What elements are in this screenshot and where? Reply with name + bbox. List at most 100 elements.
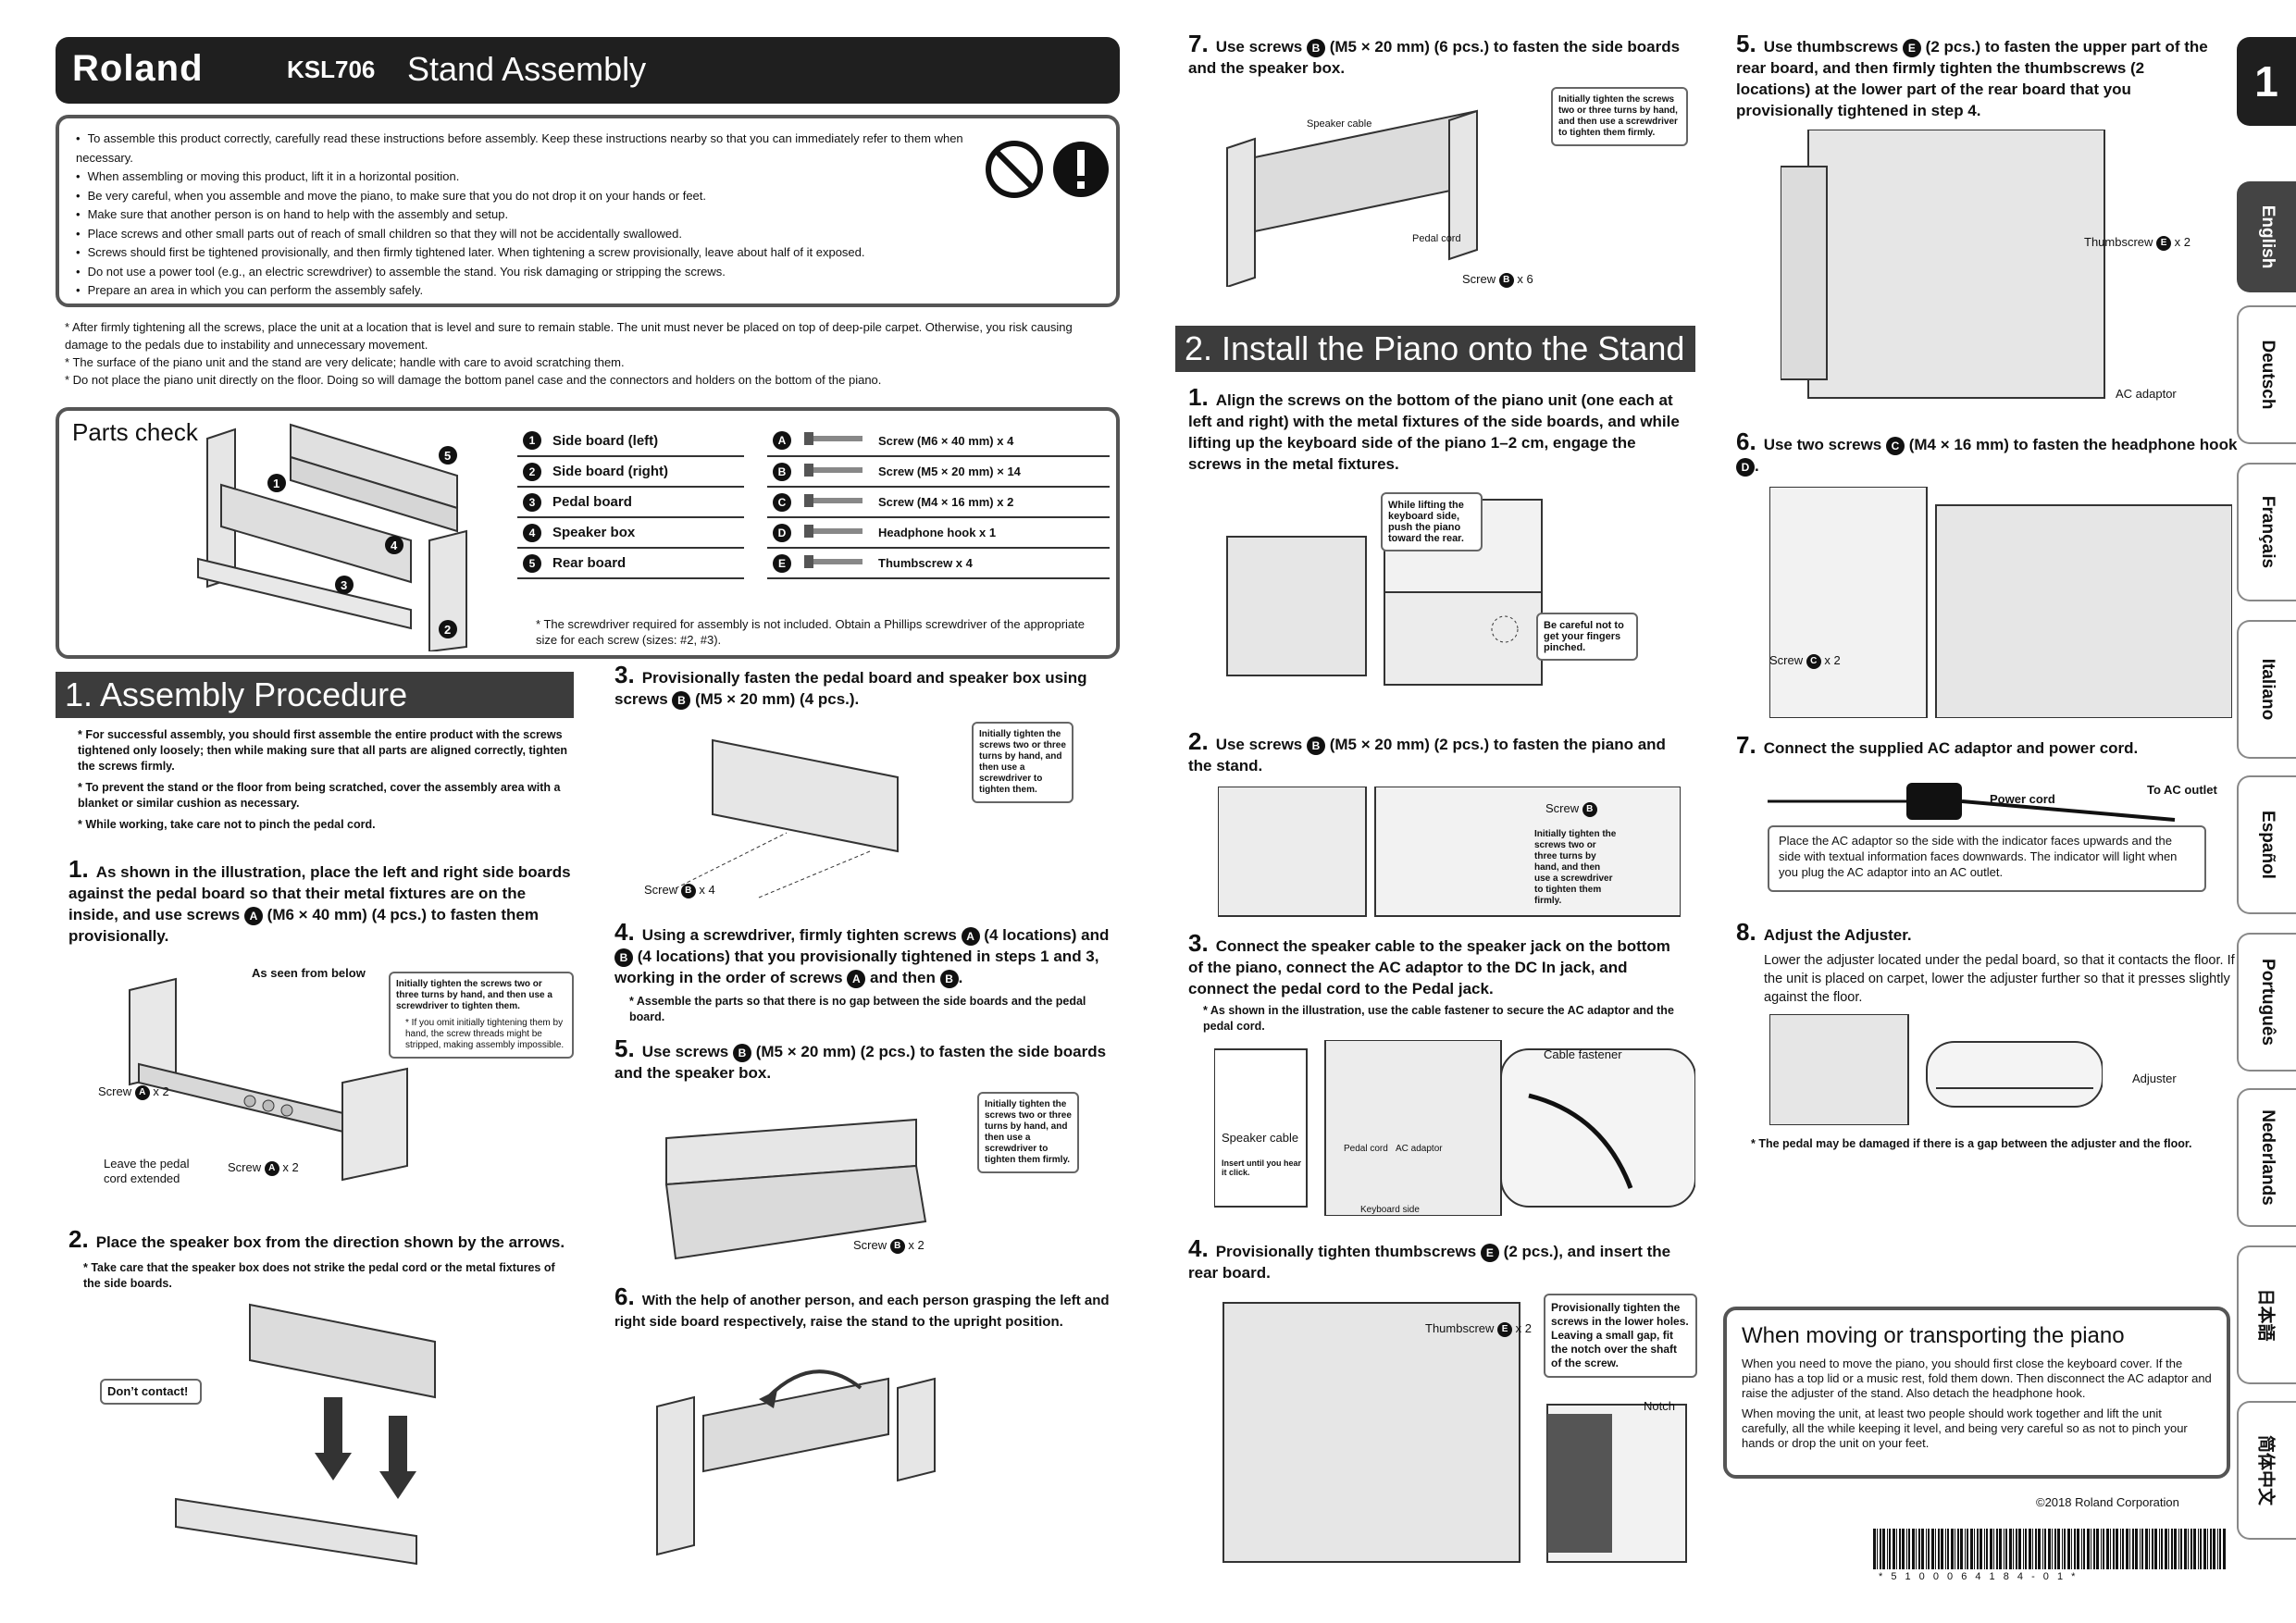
step5-screw-label: Screw B x 2 [853,1238,925,1254]
roland-logo: Roland [72,48,204,89]
step3-screw-label: Screw B x 4 [644,883,715,898]
precaution-item: Prepare an area in which you can perform… [76,281,964,301]
install-step4-thumbscrew-label: Thumbscrew E x 2 [1425,1321,1533,1337]
step3-callout: Initially tighten the screws two or thre… [972,722,1074,803]
step5-callout: Initially tighten the screws two or thre… [977,1092,1079,1173]
svg-text:2: 2 [444,623,451,637]
page-title: Stand Assembly [407,50,647,88]
copyright: ©2018 Roland Corporation [2036,1495,2179,1509]
caution-icon [1053,142,1109,197]
svg-text:5: 5 [444,449,451,463]
step1-illustration [129,977,408,1182]
language-tab-label: 简体中文 [2255,1434,2276,1506]
warning-icons [986,141,1109,198]
precaution-item: To assemble this product correctly, care… [76,130,964,167]
part-name: Pedal board [547,487,744,518]
screw-icon [804,524,863,538]
moving-para-2: When moving the unit, at least two peopl… [1742,1406,2188,1450]
part-id-badge: D [773,523,791,542]
part-name: Screw (M5 × 20 mm) × 14 [873,456,1110,488]
screw-icon [804,432,863,445]
precaution-item: When assembling or moving this product, … [76,167,964,187]
precautions-box: To assemble this product correctly, care… [56,115,1120,307]
ac-adaptor-label-2: AC adaptor [1396,1144,1443,1154]
part-id-badge: A [773,431,791,450]
language-tab[interactable]: Nederlands [2237,1088,2296,1227]
part-name: Thumbscrew x 4 [873,548,1110,579]
assembly-step-1: 1.As shown in the illustration, place th… [68,855,571,945]
part-id-badge: 3 [523,492,541,512]
adaptor-placement-box: Place the AC adaptor so the side with th… [1768,825,2206,892]
part-name: Screw (M6 × 40 mm) x 4 [873,426,1110,457]
part-name: Side board (left) [547,426,744,457]
step2-note: * Take care that the speaker box does no… [83,1261,555,1290]
adjuster-text: Lower the adjuster located under the ped… [1764,953,2235,1005]
screw-row: A Screw (M6 × 40 mm) x 4 [767,426,1110,457]
step5-illustration [664,1118,927,1260]
language-tab-label: Português [2258,959,2277,1046]
note: After firmly tightening all the screws, … [65,318,1111,353]
pedal-cord-label-2: Pedal cord [1344,1144,1388,1154]
install-step-7: 7.Connect the supplied AC adaptor and po… [1736,731,2139,759]
step7-callout: Initially tighten the screws two or thre… [1551,87,1688,146]
language-tab[interactable]: Italiano [2237,620,2296,759]
keyboard-side-label: Keyboard side [1360,1205,1420,1215]
language-tab[interactable]: Español [2237,775,2296,914]
install-step3-note: * As shown in the illustration, use the … [1203,1004,1674,1033]
svg-text:3: 3 [341,578,347,592]
lifting-callout: While lifting the keyboard side, push th… [1381,492,1483,551]
step4-note: * Assemble the parts so that there is no… [629,995,1086,1023]
section-assembly-title: 1. Assembly Procedure [56,672,574,718]
assembly-step-2: 2.Place the speaker box from the directi… [68,1225,565,1253]
language-tab[interactable]: 日本語 [2237,1245,2296,1384]
language-tab-label: Español [2258,811,2277,879]
step6-illustration [656,1369,936,1556]
speaker-cable-label: Speaker cable [1307,118,1372,130]
dont-contact-callout: Don’t contact! [100,1379,202,1405]
precaution-item: Place screws and other small parts out o… [76,225,964,244]
install-step-4: 4.Provisionally tighten thumbscrews E (2… [1188,1234,1671,1282]
language-tab[interactable]: English [2237,181,2296,292]
part-id-badge: 1 [523,431,541,450]
language-tab[interactable]: Deutsch [2237,305,2296,444]
header-bar: Roland KSL706 Stand Assembly [56,37,1120,104]
general-notes: After firmly tightening all the screws, … [65,318,1111,389]
notch-label: Notch [1644,1399,1675,1413]
install-step6-screw-label: Screw C x 2 [1769,653,1841,669]
install-step-5: 5.Use thumbscrews E (2 pcs.) to fasten t… [1736,30,2208,119]
step1-screw-label-2: Screw A x 2 [228,1160,299,1176]
assembly-step-6: 6.With the help of another person, and e… [614,1282,1110,1330]
install-step5-thumbscrew-label: Thumbscrew E x 2 [2084,235,2191,251]
part-name: Rear board [547,548,744,579]
install-step-3: 3.Connect the speaker cable to the speak… [1188,929,1670,997]
part-id-badge: C [773,492,791,512]
part-id-badge: 5 [523,553,541,573]
moving-para-1: When you need to move the piano, you sho… [1742,1357,2212,1400]
language-tab[interactable]: Português [2237,933,2296,1072]
part-row: 3 Pedal board [517,487,744,518]
page-number: 1 [2237,37,2296,126]
part-name: Speaker box [547,517,744,549]
part-id-badge: 2 [523,462,541,481]
assembly-step-5: 5.Use screws B (M5 × 20 mm) (2 pcs.) to … [614,1035,1107,1082]
pedal-cord-label: Pedal cord [1412,233,1461,244]
note: Do not place the piano unit directly on … [65,371,1111,389]
language-tab[interactable]: Français [2237,463,2296,601]
language-tab[interactable]: 简体中文 [2237,1401,2296,1540]
install-step5-ac-label: AC adaptor [2116,387,2177,401]
install-step-8: 8.Adjust the Adjuster. [1736,918,1912,946]
install-step4-illustration [1222,1302,1687,1563]
assembly-intro: * For successful assembly, you should fi… [78,728,568,831]
moving-box: When moving or transporting the piano Wh… [1723,1307,2230,1479]
svg-text:4: 4 [391,539,398,552]
precautions-list: To assemble this product correctly, care… [76,130,964,301]
barcode-text: * 5 1 0 0 0 6 4 1 8 4 - 0 1 * [1879,1571,2079,1582]
install-step7-illustration [1768,783,2176,822]
language-tab-label: Deutsch [2258,340,2277,410]
install-step-1: 1.Align the screws on the bottom of the … [1188,383,1680,473]
